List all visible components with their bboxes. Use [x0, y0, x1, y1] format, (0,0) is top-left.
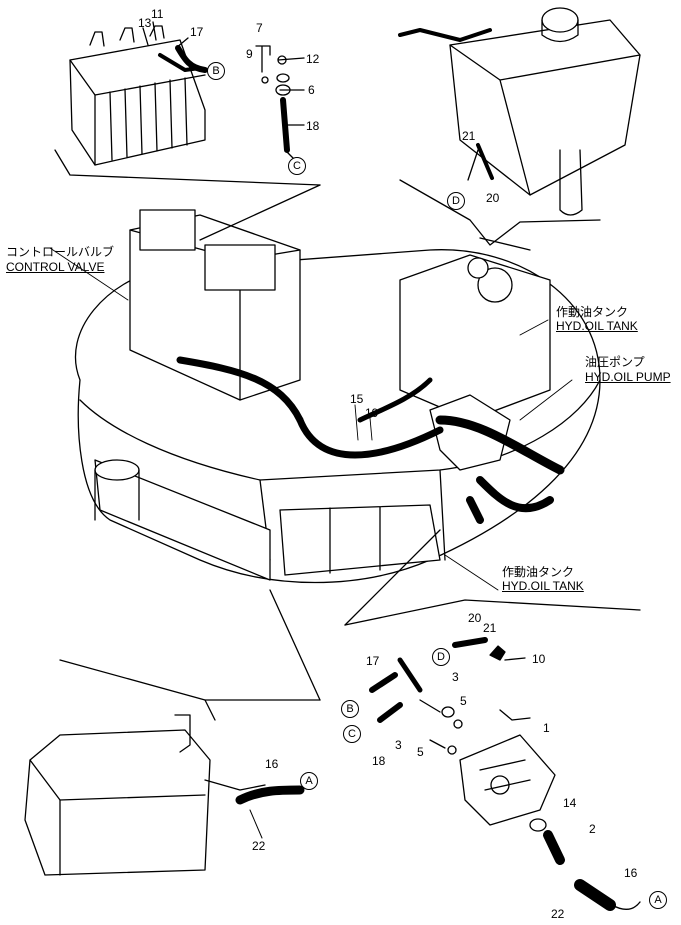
- part-number-1: 1: [543, 721, 550, 735]
- control-valve-detail: [69, 21, 305, 166]
- hyd-oil-pump-en-label: HYD.OIL PUMP: [585, 370, 671, 384]
- hyd-oil-tank-jp-label-top: 作動油タンク: [556, 305, 629, 319]
- part-number-2: 2: [589, 822, 596, 836]
- ref-circle-B: B: [207, 62, 225, 80]
- part-number-22-pump: 22: [551, 907, 565, 921]
- part-number-16-pump: 16: [624, 866, 638, 880]
- part-number-3-lower: 3: [395, 738, 402, 752]
- part-number-21: 21: [462, 129, 476, 143]
- hyd-oil-pump-jp-label: 油圧ポンプ: [585, 355, 645, 369]
- part-number-14: 14: [563, 796, 577, 810]
- part-number-20-pump: 20: [468, 611, 482, 625]
- excavator-upper-structure: [74, 209, 601, 584]
- part-number-17-pump: 17: [366, 654, 380, 668]
- hyd-oil-tank-en-label-top: HYD.OIL TANK: [556, 319, 638, 333]
- part-number-17: 17: [190, 25, 204, 39]
- part-number-22-tank: 22: [252, 839, 266, 853]
- ref-circle-B-pump: B: [341, 700, 359, 718]
- part-number-11: 11: [151, 7, 164, 21]
- part-number-5-upper: 5: [460, 694, 467, 708]
- part-number-15: 15: [350, 392, 364, 406]
- pump-assembly-detail: [369, 637, 641, 911]
- ref-circle-A-tank: A: [300, 772, 318, 790]
- part-number-18: 18: [306, 119, 320, 133]
- detail-frame-lines: [54, 149, 641, 721]
- part-number-19: 19: [365, 406, 379, 420]
- part-number-13: 13: [138, 16, 152, 30]
- part-number-3-upper: 3: [452, 670, 459, 684]
- hyd-oil-tank-en-label-bottom: HYD.OIL TANK: [502, 579, 584, 593]
- hyd-oil-tank-jp-label-bottom: 作動油タンク: [502, 565, 575, 579]
- part-number-9: 9: [246, 47, 253, 61]
- part-number-7: 7: [256, 21, 263, 35]
- ref-circle-C: C: [288, 157, 306, 175]
- control-valve-en-label: CONTROL VALVE: [6, 260, 105, 274]
- ref-circle-D: D: [447, 192, 465, 210]
- part-number-12: 12: [306, 52, 320, 66]
- ref-circle-D-pump: D: [432, 648, 450, 666]
- ref-circle-A-pump: A: [649, 891, 667, 909]
- ref-circle-C-pump: C: [343, 725, 361, 743]
- part-number-20: 20: [486, 191, 500, 205]
- part-number-16-tank: 16: [265, 757, 279, 771]
- hydraulic-tank-detail: [398, 7, 641, 246]
- leader-lines: [49, 247, 573, 591]
- part-number-5-lower: 5: [417, 745, 424, 759]
- part-number-18-pump: 18: [372, 754, 386, 768]
- part-number-6: 6: [308, 83, 315, 97]
- part-number-10: 10: [532, 652, 546, 666]
- part-number-21-pump: 21: [483, 621, 497, 635]
- tank-bottom-detail: [24, 714, 305, 876]
- control-valve-jp-label: コントロールバルブ: [6, 245, 115, 259]
